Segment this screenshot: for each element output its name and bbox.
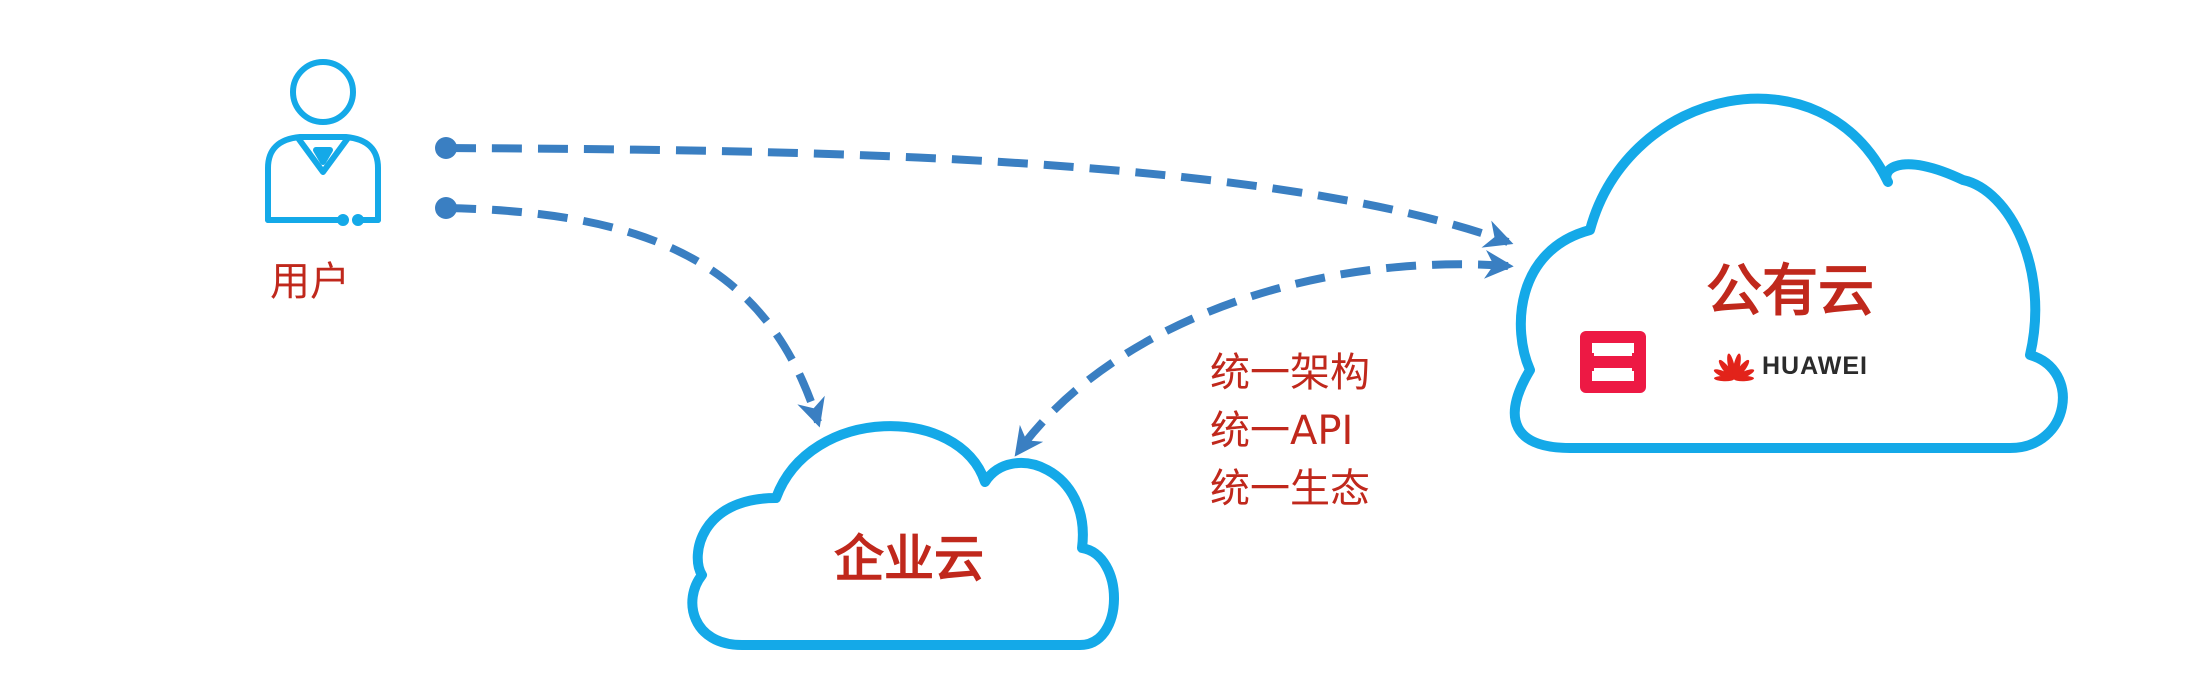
- unified-feature-item: 统一生态: [1210, 466, 1370, 512]
- connector-dot-bottom: [435, 197, 457, 219]
- huawei-brand: HUAWEI: [1712, 348, 1868, 384]
- user-icon: [265, 59, 381, 226]
- public-cloud-label: 公有云: [1706, 259, 1874, 324]
- public-cloud-shape: [1509, 93, 2068, 453]
- arrow-public-to-enterprise-cloud: [1014, 250, 1514, 457]
- enterprise-cloud-label: 企业云: [834, 530, 984, 588]
- arrow-user-to-public-cloud: [445, 144, 1514, 248]
- openstack-logo-icon: [1580, 331, 1646, 393]
- connector-dot-top: [435, 137, 457, 159]
- unified-features-list: 统一架构 统一API 统一生态: [1210, 344, 1370, 518]
- connection-arrows: [445, 144, 1514, 457]
- unified-feature-item: 统一架构: [1210, 350, 1370, 396]
- unified-feature-item: 统一API: [1210, 408, 1354, 454]
- enterprise-cloud-shape: [687, 421, 1119, 650]
- arrow-user-to-enterprise-cloud: [445, 204, 825, 428]
- huawei-logo-icon: [1713, 353, 1755, 382]
- huawei-logo-text: HUAWEI: [1762, 351, 1868, 380]
- user-label: 用户: [270, 259, 350, 305]
